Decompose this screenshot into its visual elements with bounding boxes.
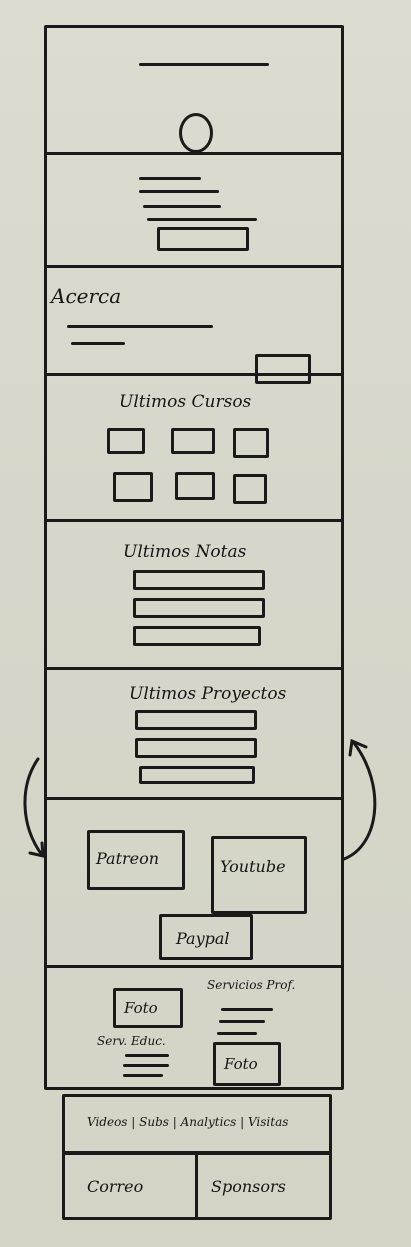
course-card[interactable] [233, 474, 267, 504]
project-item[interactable] [139, 766, 255, 784]
stats-text: Videos | Subs | Analytics | Visitas [87, 1115, 289, 1129]
course-card[interactable] [175, 472, 215, 500]
about-line-2 [71, 342, 125, 345]
patreon-label: Patreon [96, 849, 160, 868]
edu-services-line [123, 1074, 163, 1077]
left-curved-arrow-icon [23, 757, 45, 858]
notes-title: Ultimos Notas [123, 542, 247, 562]
sponsors-link[interactable]: Sponsors [211, 1177, 286, 1196]
projects-title: Ultimos Proyectos [129, 684, 287, 704]
mail-link[interactable]: Correo [87, 1177, 144, 1196]
support-section: Patreon Youtube Paypal [47, 800, 341, 968]
courses-title: Ultimos Cursos [119, 392, 252, 412]
patreon-button[interactable]: Patreon [87, 830, 185, 890]
prof-services-label: Servicios Prof. [207, 978, 296, 992]
footer: Correo Sponsors [62, 1152, 332, 1220]
course-card[interactable] [113, 472, 153, 502]
project-item[interactable] [135, 710, 257, 730]
stats-bar: Videos | Subs | Analytics | Visitas [62, 1094, 332, 1154]
course-card[interactable] [107, 428, 145, 454]
avatar-circle [179, 113, 213, 153]
note-item[interactable] [133, 598, 265, 618]
notes-section: Ultimos Notas [47, 522, 341, 670]
intro-line-2 [139, 190, 219, 193]
photo-right-label: Foto [224, 1055, 258, 1073]
photo-right: Foto [213, 1042, 281, 1086]
paypal-label: Paypal [176, 929, 230, 948]
intro-section [47, 155, 341, 268]
prof-services-line [217, 1032, 257, 1035]
youtube-button[interactable]: Youtube [211, 836, 307, 914]
services-section: Foto Servicios Prof. Serv. Educ. Foto [47, 968, 341, 1090]
about-section: Acerca [47, 268, 341, 384]
note-item[interactable] [133, 626, 261, 646]
about-title: Acerca [51, 284, 122, 308]
course-card[interactable] [233, 428, 269, 458]
edu-services-line [123, 1064, 169, 1067]
courses-section: Ultimos Cursos [47, 376, 341, 522]
course-card[interactable] [171, 428, 215, 454]
intro-line-1 [139, 177, 201, 180]
prof-services-line [221, 1008, 273, 1011]
wireframe-column: Acerca Ultimos Cursos Ultimos Notas Ulti… [44, 25, 344, 1090]
footer-divider [195, 1155, 198, 1217]
project-item[interactable] [135, 738, 257, 758]
header-title-line [139, 63, 269, 66]
edu-services-label: Serv. Educ. [97, 1034, 166, 1048]
right-curved-arrow-icon [342, 738, 377, 861]
about-line-1 [67, 325, 213, 328]
photo-left: Foto [113, 988, 183, 1028]
intro-button[interactable] [157, 227, 249, 251]
intro-line-3 [143, 205, 221, 208]
photo-left-label: Foto [124, 999, 158, 1017]
youtube-label: Youtube [220, 857, 286, 876]
prof-services-line [219, 1020, 265, 1023]
intro-line-4 [147, 218, 257, 221]
projects-section: Ultimos Proyectos [47, 670, 341, 800]
edu-services-line [125, 1054, 169, 1057]
about-button[interactable] [255, 354, 311, 384]
header-section [47, 28, 341, 155]
paypal-button[interactable]: Paypal [159, 914, 253, 960]
note-item[interactable] [133, 570, 265, 590]
